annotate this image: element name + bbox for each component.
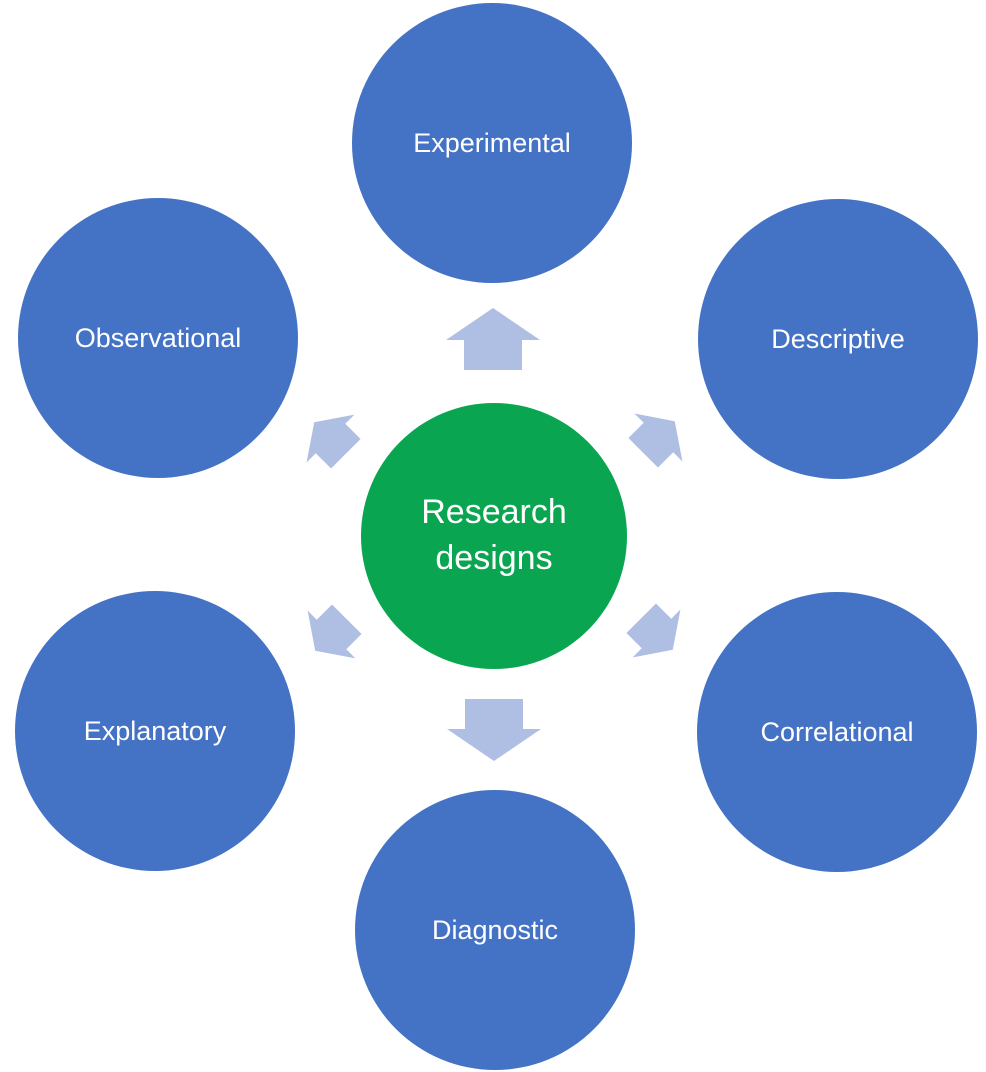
arrow-to-descriptive [628,413,683,468]
node-explanatory: Explanatory [15,591,295,871]
node-observational: Observational [18,198,298,478]
arrow-to-diagnostic [447,699,541,761]
node-label: Diagnostic [431,914,559,945]
node-correlational: Correlational [697,592,977,872]
arrow-to-correlational [626,603,681,658]
arrow-to-observational [306,414,361,469]
arrow-up-shape [446,308,540,370]
arrow-up-right-shape [628,413,683,468]
arrow-up-left-shape [306,414,361,469]
node-label: Observational [74,322,242,353]
node-label: Explanatory [83,715,227,746]
arrow-to-experimental [446,308,540,370]
node-label: Experimental [413,127,571,158]
arrow-down-shape [447,699,541,761]
node-label: Descriptive [771,323,905,354]
node-experimental: Experimental [352,3,632,283]
arrow-down-right-shape [626,603,681,658]
node-descriptive: Descriptive [698,199,978,479]
center-node-label: Research designs [421,493,567,577]
node-diagnostic: Diagnostic [355,790,635,1070]
arrow-down-left-shape [307,604,362,659]
arrow-to-explanatory [307,604,362,659]
center-node-research-designs: Research designs [361,403,627,669]
node-label: Correlational [760,716,914,747]
